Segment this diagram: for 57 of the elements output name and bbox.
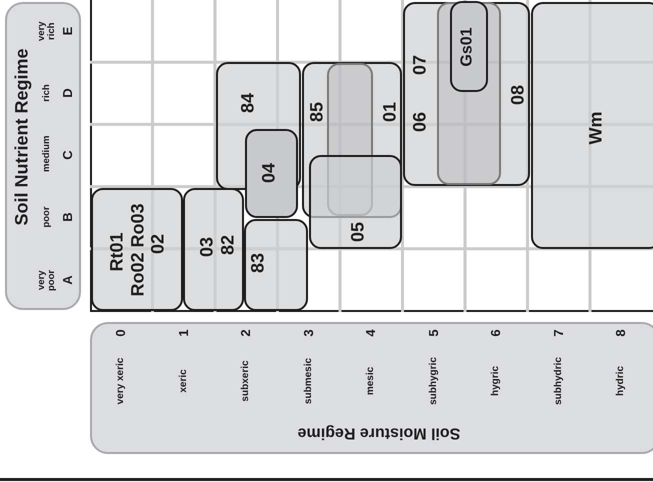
class-label: hydric bbox=[616, 366, 626, 396]
class-label: hygric bbox=[490, 366, 502, 396]
overlap-box bbox=[436, 2, 500, 184]
site-series-code: Ro02 Ro03 bbox=[128, 202, 147, 296]
class-code: 7 bbox=[552, 329, 566, 337]
site-series-code: Gs01 bbox=[459, 26, 476, 66]
class-code: 0 bbox=[114, 329, 128, 337]
class-label: subxeric bbox=[240, 360, 252, 402]
class-label: medium bbox=[42, 138, 52, 172]
site-series-code: 06 bbox=[410, 111, 429, 132]
site-series-box bbox=[183, 188, 244, 311]
class-label: very poor bbox=[37, 268, 57, 293]
class-label: poor bbox=[42, 206, 52, 228]
class-code: D bbox=[61, 88, 75, 98]
class-code: 6 bbox=[489, 329, 503, 337]
site-series-box bbox=[531, 2, 653, 249]
site-series-code: 84 bbox=[238, 92, 257, 113]
class-code: 4 bbox=[364, 329, 378, 337]
class-label: very rich bbox=[37, 20, 57, 43]
site-series-code: 02 bbox=[148, 233, 167, 254]
class-code: C bbox=[61, 150, 75, 160]
class-code: 8 bbox=[614, 329, 628, 337]
site-series-box bbox=[91, 188, 183, 311]
class-code: 1 bbox=[176, 329, 190, 337]
site-series-code: 07 bbox=[410, 54, 429, 75]
class-code: E bbox=[61, 26, 75, 36]
site-series-box bbox=[309, 155, 402, 249]
class-label: mesic bbox=[366, 366, 376, 396]
class-label: subhygric bbox=[428, 357, 439, 405]
class-label: rich bbox=[42, 84, 52, 102]
site-series-code: Rt01 bbox=[107, 232, 126, 271]
site-series-code: 05 bbox=[348, 221, 367, 242]
site-series-box bbox=[244, 219, 308, 311]
site-series-code: 82 bbox=[218, 234, 237, 255]
site-series-code: 04 bbox=[259, 162, 278, 183]
class-code: 2 bbox=[239, 329, 253, 337]
class-label: xeric bbox=[178, 369, 189, 393]
class-code: A bbox=[61, 275, 75, 285]
class-label: submesic bbox=[303, 358, 314, 404]
site-series-code: 08 bbox=[508, 84, 527, 105]
class-code: B bbox=[61, 212, 75, 222]
site-series-code: 01 bbox=[380, 101, 399, 122]
axis-panel bbox=[90, 322, 653, 454]
site-series-box bbox=[403, 2, 530, 186]
site-series-box bbox=[450, 1, 488, 92]
site-series-code: 85 bbox=[307, 101, 326, 122]
class-code: 3 bbox=[302, 329, 316, 337]
axis-panel bbox=[5, 2, 81, 310]
site-series-code: 83 bbox=[248, 252, 267, 273]
class-code: 5 bbox=[426, 329, 440, 337]
site-series-box bbox=[245, 129, 298, 218]
class-label: very xeric bbox=[116, 358, 126, 404]
site-series-code: 03 bbox=[197, 236, 216, 257]
site-series-code: Wm bbox=[586, 111, 605, 144]
axis-title: Soil Nutrient Regime bbox=[12, 48, 32, 226]
axis-title: Soil Moisture Regime bbox=[298, 424, 460, 440]
class-label: subhydric bbox=[553, 357, 564, 405]
